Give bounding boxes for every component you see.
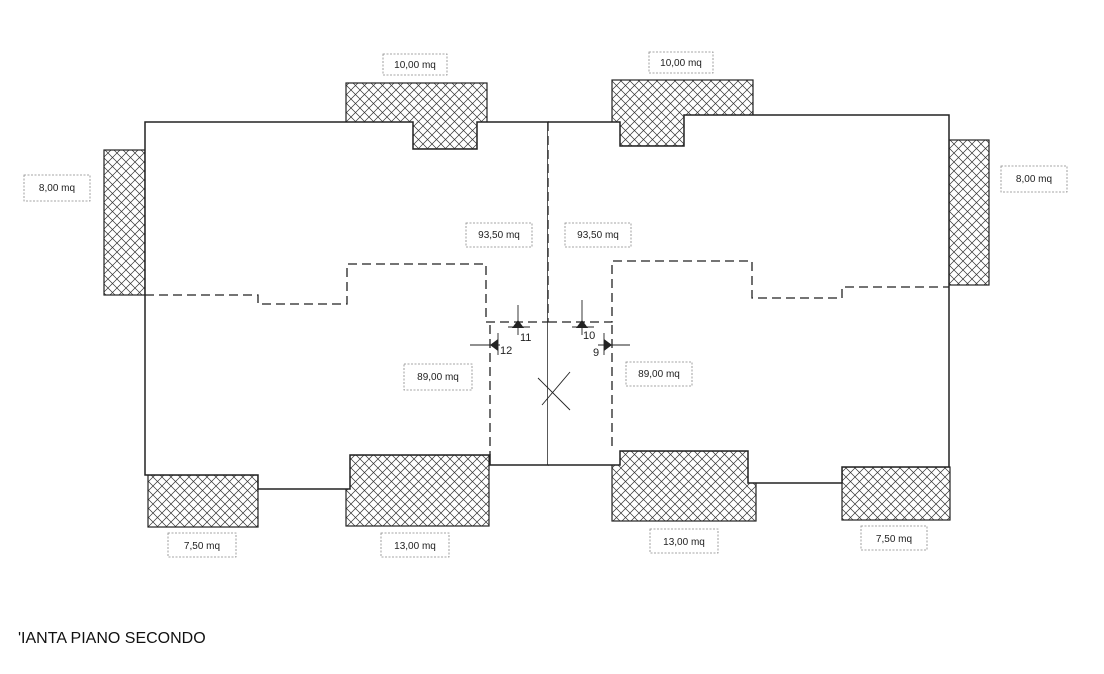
- partition-right: [548, 260, 949, 323]
- area-label-balcony-bottom-left-small: 7,50 mq: [167, 532, 237, 558]
- area-label-balcony-left: 8,00 mq: [23, 174, 91, 202]
- svg-text:89,00 mq: 89,00 mq: [638, 369, 680, 380]
- section-marker-10: 10: [572, 300, 595, 342]
- svg-text:13,00 mq: 13,00 mq: [394, 541, 436, 552]
- area-label-balcony-right: 8,00 mq: [1000, 165, 1068, 193]
- section-number: 9: [593, 347, 599, 359]
- svg-text:89,00 mq: 89,00 mq: [417, 372, 459, 383]
- shaft-mark: [537, 377, 571, 411]
- area-label-balcony-top-right: 10,00 mq: [648, 51, 714, 74]
- area-label-balcony-top-left: 10,00 mq: [382, 53, 448, 76]
- section-number: 10: [583, 330, 595, 342]
- section-marker-11: 11: [508, 305, 531, 344]
- area-label-apt-top-left: 93,50 mq: [465, 222, 533, 248]
- section-marker-12: 12: [470, 333, 512, 357]
- balcony-bottom-right-large: [611, 450, 757, 522]
- area-label-balcony-bottom-left-large: 13,00 mq: [380, 532, 450, 558]
- balcony-right: [948, 139, 990, 286]
- balcony-left: [103, 149, 146, 296]
- svg-text:8,00 mq: 8,00 mq: [1016, 174, 1052, 185]
- svg-text:7,50 mq: 7,50 mq: [876, 534, 912, 545]
- building-outline-right: [548, 114, 950, 484]
- section-number: 11: [520, 332, 531, 344]
- plan-title: 'IANTA PIANO SECONDO: [18, 630, 206, 647]
- svg-text:7,50 mq: 7,50 mq: [184, 541, 220, 552]
- area-label-apt-top-right: 93,50 mq: [564, 222, 632, 248]
- partition-left: [145, 263, 548, 323]
- area-label-balcony-bottom-right-small: 7,50 mq: [860, 525, 928, 551]
- area-label-apt-bottom-left: 89,00 mq: [403, 363, 473, 391]
- svg-text:10,00 mq: 10,00 mq: [660, 58, 702, 69]
- balcony-bottom-left-small: [147, 474, 259, 528]
- area-label-apt-bottom-right: 89,00 mq: [625, 361, 693, 387]
- svg-text:93,50 mq: 93,50 mq: [478, 230, 520, 241]
- area-label-balcony-bottom-right-large: 13,00 mq: [649, 528, 719, 554]
- balcony-bottom-left-large: [345, 454, 490, 527]
- svg-text:13,00 mq: 13,00 mq: [663, 537, 705, 548]
- section-number: 12: [500, 345, 512, 357]
- balcony-bottom-right-small: [841, 466, 951, 521]
- svg-text:8,00 mq: 8,00 mq: [39, 183, 75, 194]
- building-outline-left: [144, 121, 549, 490]
- shaft-mark: [541, 371, 571, 406]
- svg-text:10,00 mq: 10,00 mq: [394, 60, 436, 71]
- section-marker-9: 9: [593, 333, 630, 359]
- svg-text:93,50 mq: 93,50 mq: [577, 230, 619, 241]
